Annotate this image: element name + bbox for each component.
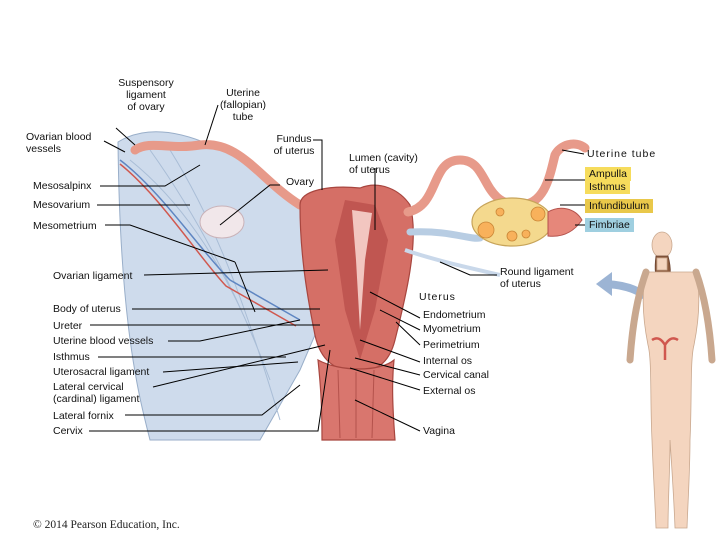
ureter-label: Ureter [53,320,83,332]
fundus-of-uterus-label: Fundus of uterus [273,133,315,157]
uterine-cavity [352,210,372,330]
perimetrium-label: Perimetrium [423,339,480,351]
cervix-label: Cervix [53,425,83,437]
figure-reproductive-tract [651,337,679,360]
ovarian-ligament-label: Ovarian ligament [53,270,133,282]
mesovarium-label: Mesovarium [33,199,91,211]
lateral-fornix-label: Lateral fornix [53,410,114,422]
fimbriae-box: Fimbriae [585,218,634,232]
infundibulum-box: Infundibulum [585,199,654,213]
uterus-label: Uterus [419,291,456,303]
vagina-label: Vagina [423,425,455,437]
copyright-notice: © 2014 Pearson Education, Inc. [33,519,180,531]
ampulla-box: Ampulla [585,167,631,181]
ovary-label: Ovary [286,176,315,188]
lumen-cavity-label: Lumen (cavity) of uterus [349,152,418,176]
body-of-uterus-label: Body of uterus [53,303,121,315]
cervical-canal-label: Cervical canal [423,369,489,381]
human-figure [626,231,716,529]
uterine-blood-vessels-label: Uterine blood vessels [53,335,154,347]
isthmus-label: Isthmus [53,351,90,363]
mesosalpinx-label: Mesosalpinx [33,180,92,192]
endometrium-label: Endometrium [423,309,486,321]
myometrium-label: Myometrium [423,323,481,335]
uterine-tube-label: Uterine tube [587,148,657,160]
suspensory-ligament-label: Suspensory ligament of ovary [118,77,174,113]
ovarian-blood-vessels-label: Ovarian blood vessels [26,131,92,155]
external-os-label: External os [423,385,476,397]
broad-ligament [117,131,331,441]
leader-lines [89,104,585,432]
mesometrium-label: Mesometrium [33,220,97,232]
uterosacral-ligament-label: Uterosacral ligament [53,366,150,378]
round-ligament-label: Round ligament of uterus [500,266,574,290]
internal-os-label: Internal os [423,355,473,367]
fimbriae [547,207,583,237]
uterine-fallopian-tube-label: Uterine (fallopian) tube [219,87,267,123]
lateral-cervical-label: Lateral cervical (cardinal) ligament [53,381,140,405]
isthmus-tube-box: Isthmus [585,180,630,194]
